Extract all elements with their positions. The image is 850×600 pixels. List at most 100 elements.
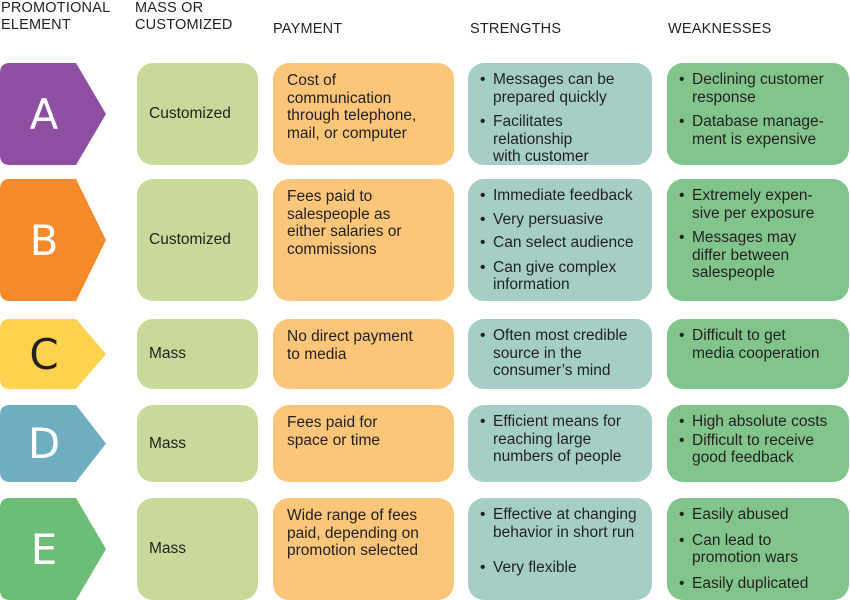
arrow-fill	[0, 179, 106, 301]
strength-item: Can select audience	[480, 234, 646, 252]
strengths-cell: Immediate feedbackVery persuasiveCan sel…	[468, 179, 652, 301]
text-line: salespeople as	[287, 205, 391, 223]
text-line: either salaries or	[287, 223, 402, 240]
arrow-shape	[0, 63, 106, 165]
header-weaknesses: WEAKNESSES	[668, 21, 772, 37]
text-line: space or time	[287, 431, 381, 449]
text-line: Declining customer	[692, 71, 824, 88]
header-strengths: STRENGTHS	[470, 21, 562, 37]
text-line: Difficult to get	[692, 327, 786, 344]
text-line: commissions	[287, 240, 377, 258]
weaknesses-cell: Declining customerresponseDatabase manag…	[667, 63, 849, 165]
text-line: Messages may	[692, 229, 797, 246]
text-line: Cost of communication	[287, 72, 392, 107]
text-line: Effective at changing	[493, 506, 637, 523]
element-letter: B	[29, 215, 59, 265]
arrow-fill	[0, 405, 106, 482]
header-payment: PAYMENT	[273, 21, 343, 37]
arrow-fill	[0, 498, 106, 600]
text-line: response	[692, 88, 756, 106]
weakness-item: Easily duplicated	[679, 575, 843, 593]
text-line: behavior in short run	[493, 523, 635, 541]
text-line: Difficult to receive	[692, 431, 815, 449]
text-line: Easily duplicated	[692, 574, 809, 592]
element-arrow-a: A	[0, 63, 106, 165]
arrow-fill	[0, 63, 106, 165]
arrow-shape	[0, 498, 106, 600]
text-line: Messages can be	[493, 71, 615, 88]
text-line: to media	[287, 345, 347, 363]
text-line: ment is expensive	[692, 130, 817, 148]
text-line: Very flexible	[493, 559, 577, 576]
text-line: High absolute costs	[692, 413, 828, 430]
mass-or-customized-cell: Mass	[137, 498, 258, 600]
weakness-list: Declining customerresponseDatabase manag…	[679, 71, 843, 148]
element-arrow-e: E	[0, 498, 106, 600]
mass-or-customized-cell: Customized	[137, 179, 258, 301]
strength-item: Very persuasive	[480, 211, 646, 229]
arrow-fill	[0, 319, 106, 389]
text-line: mail, or computer	[287, 124, 407, 142]
strength-list: Immediate feedbackVery persuasiveCan sel…	[480, 187, 646, 294]
text-line: consumer’s mind	[493, 362, 611, 379]
text-line: Can select audience	[493, 234, 634, 251]
strength-item: Very flexible	[480, 559, 646, 577]
weaknesses-cell: Extremely expen-sive per exposureMessage…	[667, 179, 849, 301]
text-line: with customer	[493, 148, 589, 165]
text-line: Wide range of fees	[287, 507, 418, 524]
arrow-shape	[0, 179, 106, 301]
arrow-shape	[0, 405, 106, 482]
text-line: Often most credible	[493, 327, 628, 344]
weakness-item: High absolute costs	[679, 413, 843, 431]
text-line: through telephone,	[287, 107, 417, 124]
text-line: information	[493, 276, 570, 293]
element-letter: E	[30, 524, 58, 574]
text-line: salespeople	[692, 264, 775, 281]
text-line: numbers of people	[493, 448, 622, 465]
text-line: paid, depending on	[287, 524, 419, 542]
text-line: Facilitates relationship	[493, 113, 573, 148]
mass-or-customized-cell: Mass	[137, 405, 258, 482]
text-line: Fees paid to	[287, 188, 373, 205]
weakness-item: Extremely expen-sive per exposure	[679, 187, 843, 222]
text-line: No direct payment	[287, 328, 413, 345]
element-letter: C	[29, 329, 59, 379]
weakness-list: Extremely expen-sive per exposureMessage…	[679, 187, 843, 282]
text-line: sive per exposure	[692, 204, 815, 222]
text-line: Can lead to	[692, 531, 772, 549]
text-line: Database manage-	[692, 113, 824, 130]
strength-item: Immediate feedback	[480, 187, 646, 205]
text-line: good feedback	[692, 449, 794, 466]
text-line: prepared quickly	[493, 88, 607, 106]
element-arrow-b: B	[0, 179, 106, 301]
text-line: Easily abused	[692, 506, 789, 523]
weaknesses-cell: High absolute costsDifficult to receiveg…	[667, 405, 849, 482]
text-line: Extremely expen-	[692, 187, 813, 204]
